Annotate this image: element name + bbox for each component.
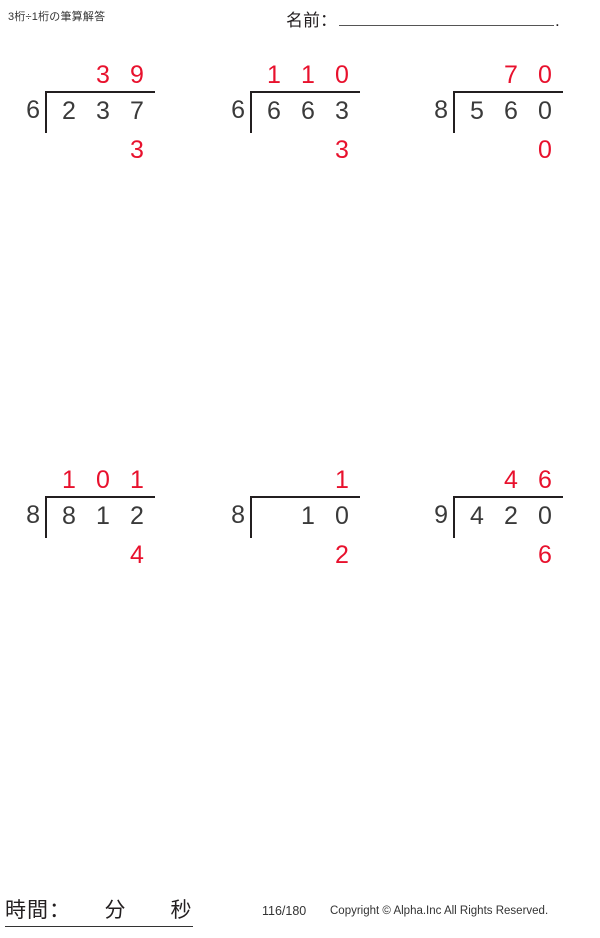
time-field[interactable]: 時間： 分 秒 — [5, 894, 193, 927]
division-bracket-top — [453, 496, 563, 498]
quotient-digit-ones: 0 — [335, 61, 349, 89]
dividend-digit-hundreds: 5 — [470, 97, 484, 125]
dividend-digit-tens: 1 — [96, 502, 110, 530]
dividend-digit-tens: 6 — [301, 97, 315, 125]
dividend-digit-tens: 6 — [504, 97, 518, 125]
quotient-digit-tens: 0 — [96, 466, 110, 494]
remainder-digit-ones: 3 — [335, 136, 349, 164]
divisor: 9 — [434, 501, 448, 529]
copyright-notice: Copyright © Alpha.Inc All Rights Reserve… — [330, 905, 549, 917]
quotient-digit-tens: 4 — [504, 466, 518, 494]
dividend-digit-hundreds: 2 — [62, 97, 76, 125]
dividend-digit-hundreds: 6 — [267, 97, 281, 125]
name-field: 名前： . — [286, 6, 560, 32]
remainder-digit-ones: 3 — [130, 136, 144, 164]
problem-1: 6 3 9 2 3 7 3 — [0, 56, 200, 176]
dividend-digit-hundreds: 8 — [62, 502, 76, 530]
division-bracket-vertical — [453, 496, 455, 538]
quotient-digit-tens: 3 — [96, 61, 110, 89]
dividend-digit-hundreds: 4 — [470, 502, 484, 530]
quotient-digit-tens: 1 — [301, 61, 315, 89]
remainder-digit-ones: 4 — [130, 541, 144, 569]
problem-3: 8 7 0 5 6 0 0 — [408, 56, 600, 176]
quotient-digit-hundreds: 1 — [267, 61, 281, 89]
divisor: 8 — [434, 96, 448, 124]
name-input-line[interactable] — [339, 8, 554, 26]
name-label: 名前： — [286, 11, 337, 30]
divisor: 8 — [26, 501, 40, 529]
page-title: 3桁÷1桁の筆算解答 — [8, 11, 106, 23]
name-period: . — [555, 11, 560, 30]
page-number: 116/180 — [262, 904, 307, 918]
quotient-digit-ones: 0 — [538, 61, 552, 89]
problem-6: 9 4 6 4 2 0 6 — [408, 461, 600, 581]
division-bracket-vertical — [453, 91, 455, 133]
division-bracket-vertical — [45, 496, 47, 538]
dividend-digit-ones: 0 — [538, 502, 552, 530]
worksheet-footer: 時間： 分 秒 116/180 Copyright © Alpha.Inc Al… — [0, 892, 600, 938]
dividend-digit-ones: 0 — [538, 97, 552, 125]
dividend-digit-tens: 3 — [96, 97, 110, 125]
problem-2: 6 1 1 0 6 6 3 3 — [205, 56, 405, 176]
problem-row: 8 1 0 1 8 1 2 4 8 — [0, 461, 600, 866]
division-bracket-vertical — [45, 91, 47, 133]
division-bracket-vertical — [250, 91, 252, 133]
divisor: 6 — [231, 96, 245, 124]
remainder-digit-ones: 0 — [538, 136, 552, 164]
divisor: 8 — [231, 501, 245, 529]
dividend-digit-ones: 7 — [130, 97, 144, 125]
worksheet-header: 3桁÷1桁の筆算解答 名前： . — [0, 0, 600, 46]
division-bracket-top — [250, 496, 360, 498]
problem-4: 8 1 0 1 8 1 2 4 — [0, 461, 200, 581]
dividend-digit-ones: 3 — [335, 97, 349, 125]
dividend-digit-tens: 1 — [301, 502, 315, 530]
quotient-digit-hundreds: 1 — [62, 466, 76, 494]
quotient-digit-ones: 1 — [335, 466, 349, 494]
remainder-digit-ones: 2 — [335, 541, 349, 569]
dividend-digit-tens: 2 — [504, 502, 518, 530]
division-bracket-top — [45, 496, 155, 498]
problem-row: 6 3 9 2 3 7 3 6 1 — [0, 56, 600, 461]
division-bracket-vertical — [250, 496, 252, 538]
quotient-digit-ones: 9 — [130, 61, 144, 89]
problem-grid: 6 3 9 2 3 7 3 6 1 — [0, 56, 600, 866]
division-bracket-top — [250, 91, 360, 93]
remainder-digit-ones: 6 — [538, 541, 552, 569]
divisor: 6 — [26, 96, 40, 124]
dividend-digit-ones: 2 — [130, 502, 144, 530]
quotient-digit-ones: 6 — [538, 466, 552, 494]
division-bracket-top — [45, 91, 155, 93]
quotient-digit-tens: 7 — [504, 61, 518, 89]
dividend-digit-ones: 0 — [335, 502, 349, 530]
problem-5: 8 1 1 0 2 — [205, 461, 405, 581]
quotient-digit-ones: 1 — [130, 466, 144, 494]
division-bracket-top — [453, 91, 563, 93]
